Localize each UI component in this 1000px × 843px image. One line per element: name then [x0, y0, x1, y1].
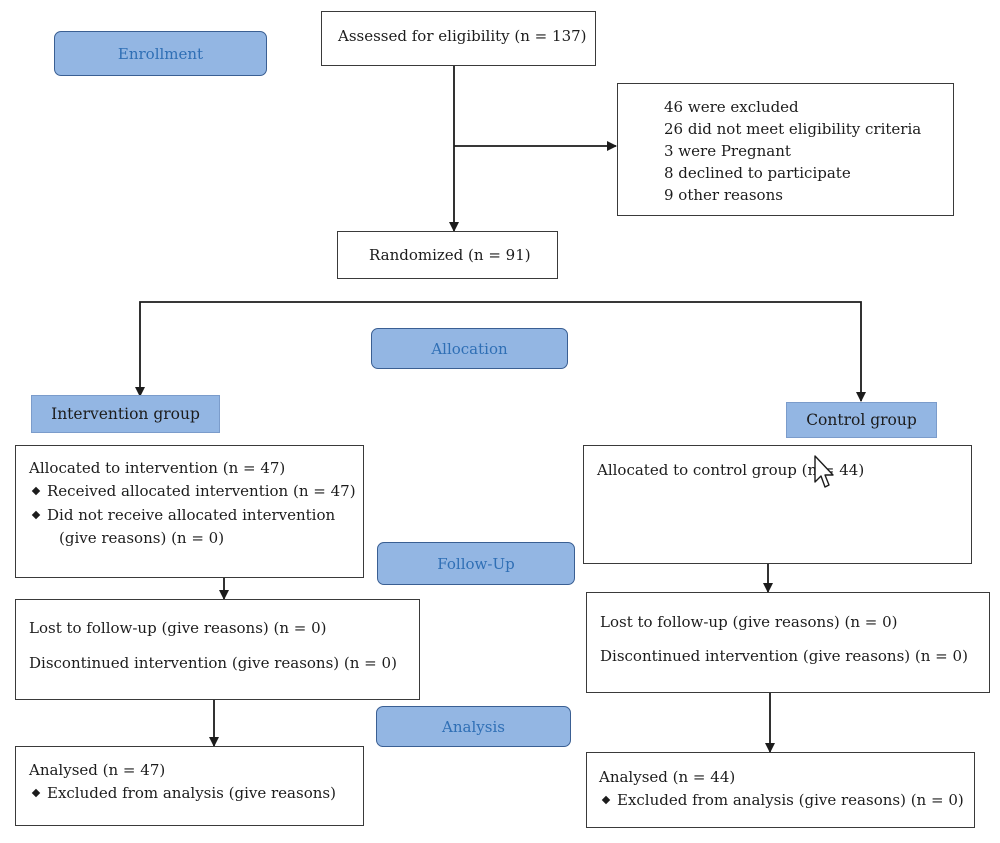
control-allocated: Allocated to control group (n = 44): [597, 461, 865, 479]
bullet-icon: [31, 510, 41, 519]
excluded-not-eligible: 26 did not meet eligibility criteria: [664, 120, 922, 139]
intervention-analysed: Analysed (n = 47): [29, 761, 166, 779]
intervention-excluded-item: Excluded from analysis (give reasons): [29, 782, 363, 805]
control-allocation-box: Allocated to control group (n = 44): [583, 445, 972, 564]
stage-follow-up-label: Follow-Up: [437, 554, 515, 573]
excluded-box: 46 were excluded 26 did not meet eligibi…: [617, 83, 954, 216]
intervention-not-received-reasons: (give reasons) (n = 0): [59, 528, 225, 547]
intervention-discontinued: Discontinued intervention (give reasons)…: [29, 654, 397, 673]
randomized-box: Randomized (n = 91): [337, 231, 558, 279]
intervention-received-item: Received allocated intervention (n = 47): [29, 480, 363, 503]
bullet-icon: [31, 487, 41, 496]
intervention-excluded: Excluded from analysis (give reasons): [47, 784, 336, 803]
stage-enrollment-label: Enrollment: [117, 44, 204, 63]
excluded-pregnant: 3 were Pregnant: [664, 142, 791, 161]
intervention-followup-box: Lost to follow-up (give reasons) (n = 0)…: [15, 599, 420, 700]
excluded-other: 9 other reasons: [664, 186, 783, 205]
intervention-not-received-item: Did not receive allocated intervention: [29, 504, 363, 527]
intervention-group-text: Intervention group: [51, 405, 200, 423]
assessed-text: Assessed for eligibility (n = 137): [338, 27, 587, 45]
intervention-allocation-box: Allocated to intervention (n = 47) Recei…: [15, 445, 364, 578]
randomized-text: Randomized (n = 91): [369, 246, 531, 264]
stage-analysis-label: Analysis: [442, 717, 505, 736]
control-analysed: Analysed (n = 44): [599, 768, 736, 786]
intervention-not-received: Did not receive allocated intervention: [47, 505, 336, 524]
excluded-total: 46 were excluded: [664, 98, 799, 116]
bullet-icon: [31, 789, 41, 798]
control-excluded-item: Excluded from analysis (give reasons) (n…: [599, 789, 974, 812]
control-excluded: Excluded from analysis (give reasons) (n…: [617, 791, 964, 810]
bullet-icon: [601, 796, 611, 805]
intervention-allocated: Allocated to intervention (n = 47): [29, 459, 286, 477]
control-followup-box: Lost to follow-up (give reasons) (n = 0)…: [586, 592, 990, 693]
mouse-cursor-icon: [814, 455, 834, 488]
control-group-label: Control group: [786, 402, 937, 438]
stage-allocation: Allocation: [371, 328, 568, 369]
stage-follow-up: Follow-Up: [377, 542, 575, 585]
control-group-text: Control group: [806, 411, 917, 429]
stage-analysis: Analysis: [376, 706, 571, 747]
intervention-lost: Lost to follow-up (give reasons) (n = 0): [29, 619, 327, 637]
stage-allocation-label: Allocation: [431, 339, 508, 358]
assessed-box: Assessed for eligibility (n = 137): [321, 11, 596, 66]
control-lost: Lost to follow-up (give reasons) (n = 0): [600, 613, 898, 631]
excluded-declined: 8 declined to participate: [664, 164, 851, 183]
intervention-group-label: Intervention group: [31, 395, 220, 433]
stage-enrollment: Enrollment: [54, 31, 267, 76]
control-analysis-box: Analysed (n = 44) Excluded from analysis…: [586, 752, 975, 828]
intervention-received: Received allocated intervention (n = 47): [47, 482, 356, 501]
intervention-analysis-box: Analysed (n = 47) Excluded from analysis…: [15, 746, 364, 826]
control-discontinued: Discontinued intervention (give reasons)…: [600, 646, 968, 665]
